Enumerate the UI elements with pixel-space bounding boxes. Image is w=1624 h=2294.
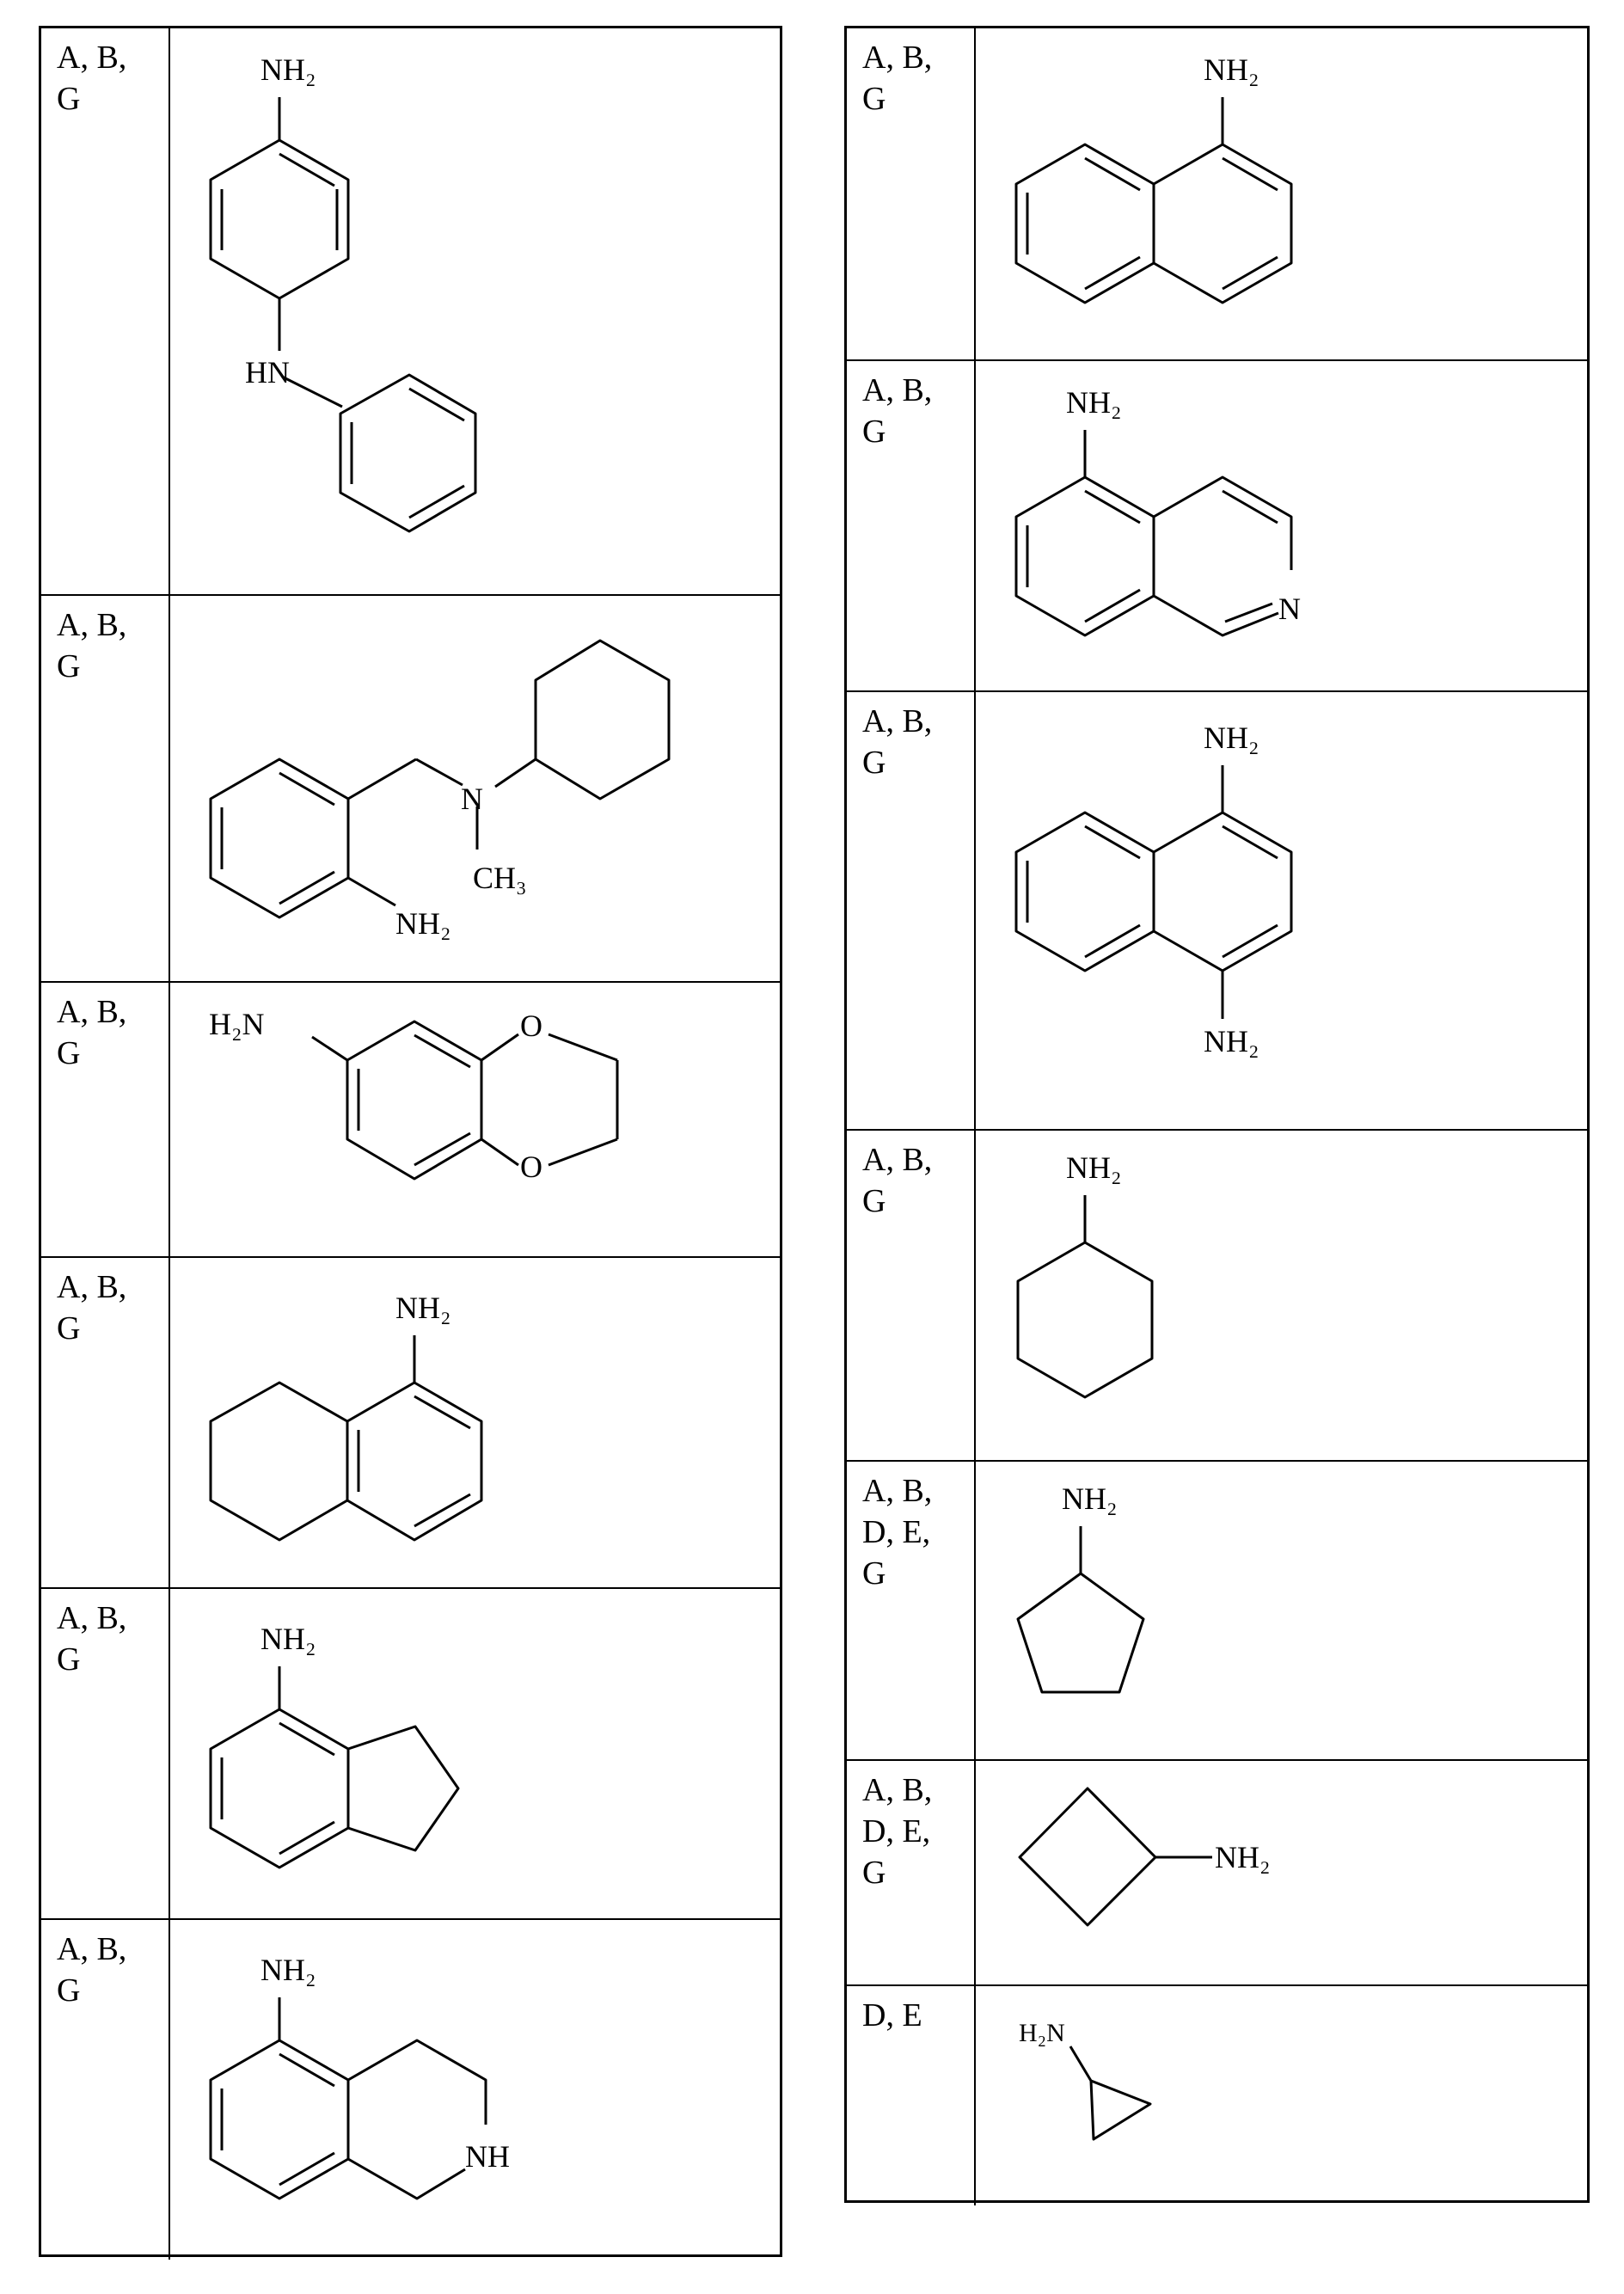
table-row: A, B, G NH₂ N (847, 361, 1587, 692)
table-row: A, B, G NH₂ (41, 1258, 780, 1589)
structure-cell: NH₂ (976, 1462, 1587, 1759)
row-label: A, B, G (847, 361, 976, 690)
table-row: A, B, G NH₂ NH (41, 1920, 780, 2260)
structure-diagram: NH₂ (976, 1462, 1592, 1757)
amine-label: NH₂ (1215, 1840, 1271, 1874)
structure-diagram: NH₂ HN (170, 28, 785, 592)
nitrogen-label: N (461, 782, 483, 816)
oxygen-label: O (520, 1009, 542, 1043)
structure-cell: NH₂ (976, 1761, 1587, 1984)
structure-cell: NH₂ (976, 28, 1587, 359)
structure-diagram: NH₂ (976, 1761, 1592, 1983)
structure-diagram: N CH₃ NH₂ (170, 596, 785, 979)
amine-label: H₂N (1019, 2019, 1065, 2047)
structure-diagram: NH₂ NH₂ (976, 692, 1592, 1127)
amine-label: NH₂ (260, 1622, 316, 1656)
table-row: A, B, G N CH₃ NH₂ (41, 596, 780, 983)
structure-diagram: NH₂ (170, 1258, 785, 1586)
amine-label: HN (245, 355, 290, 389)
nh-label: NH (465, 2139, 510, 2174)
right-table: A, B, G NH₂ A, B, G (844, 26, 1590, 2203)
amine-label: NH₂ (395, 1291, 451, 1325)
amine-label: NH₂ (1204, 52, 1259, 87)
row-label: A, B, G (41, 28, 170, 594)
amine-label: NH₂ (1066, 385, 1122, 420)
structure-cell: H₂N O O (170, 983, 780, 1256)
amine-label: NH₂ (1066, 1150, 1122, 1185)
table-row: A, B, G NH₂ (847, 28, 1587, 361)
row-label: A, B, G (41, 1589, 170, 1918)
table-row: A, B, D, E, G NH₂ (847, 1761, 1587, 1986)
row-label: A, B, D, E, G (847, 1761, 976, 1984)
left-table: A, B, G NH₂ HN A, B, G (39, 26, 782, 2257)
row-label: A, B, G (847, 692, 976, 1129)
row-label: A, B, G (41, 983, 170, 1256)
amine-label: H₂N (209, 1007, 265, 1041)
table-row: A, B, G NH₂ NH₂ (847, 692, 1587, 1131)
structure-cell: NH₂ (170, 1589, 780, 1918)
table-row: A, B, G H₂N O O (41, 983, 780, 1258)
table-row: D, E H₂N (847, 1986, 1587, 2205)
row-label: A, B, G (847, 1131, 976, 1460)
row-label: A, B, G (41, 1920, 170, 2260)
structure-diagram: NH₂ (976, 28, 1592, 358)
structure-diagram: NH₂ (976, 1131, 1592, 1458)
structure-diagram: NH₂ N (976, 361, 1592, 689)
row-label: A, B, D, E, G (847, 1462, 976, 1759)
table-row: A, B, G NH₂ HN (41, 28, 780, 596)
table-row: A, B, G NH₂ (41, 1589, 780, 1920)
structure-cell: NH₂ NH₂ (976, 692, 1587, 1129)
oxygen-label: O (520, 1150, 542, 1184)
amine-label: NH₂ (1062, 1481, 1118, 1516)
structure-diagram: H₂N (976, 1986, 1592, 2202)
structure-cell: NH₂ HN (170, 28, 780, 594)
row-label: A, B, G (41, 1258, 170, 1587)
amine-label: NH₂ (1204, 721, 1259, 755)
structure-cell: NH₂ (170, 1258, 780, 1587)
table-row: A, B, D, E, G NH₂ (847, 1462, 1587, 1761)
methyl-label: CH₃ (473, 861, 527, 895)
row-label: D, E (847, 1986, 976, 2205)
amine-label: NH₂ (260, 52, 316, 87)
structure-cell: NH₂ NH (170, 1920, 780, 2260)
row-label: A, B, G (847, 28, 976, 359)
amine-label: NH₂ (1204, 1024, 1259, 1058)
structure-diagram: H₂N O O (170, 983, 785, 1254)
amine-label: NH₂ (395, 906, 451, 941)
amine-label: NH₂ (260, 1953, 316, 1987)
structure-cell: NH₂ (976, 1131, 1587, 1460)
row-label: A, B, G (41, 596, 170, 981)
table-row: A, B, G NH₂ (847, 1131, 1587, 1462)
structure-diagram: NH₂ NH (170, 1920, 785, 2256)
nitrogen-label: N (1278, 592, 1301, 626)
structure-cell: NH₂ N (976, 361, 1587, 690)
structure-cell: N CH₃ NH₂ (170, 596, 780, 981)
structure-cell: H₂N (976, 1986, 1587, 2205)
structure-diagram: NH₂ (170, 1589, 785, 1917)
